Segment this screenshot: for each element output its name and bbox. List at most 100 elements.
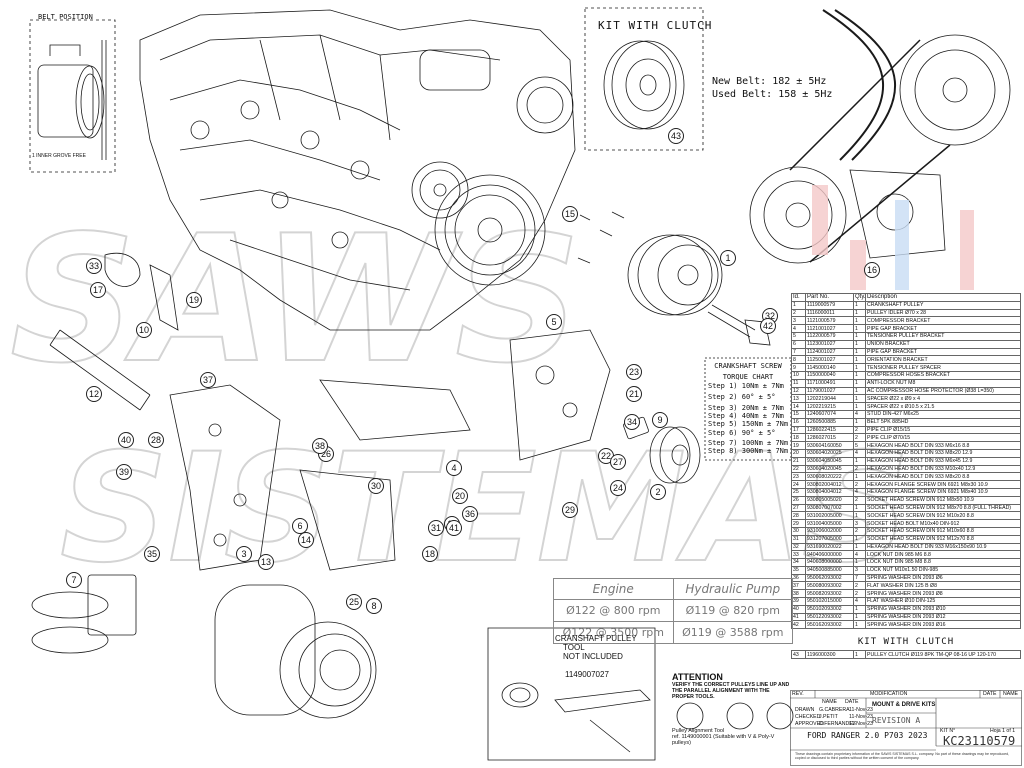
title-name: NAME — [1003, 691, 1018, 697]
balloon-42: 42 — [760, 318, 776, 334]
attention-title: ATTENTION — [672, 672, 723, 682]
balloon-7: 7 — [66, 572, 82, 588]
hose-protector-12 — [49, 329, 151, 411]
crankshaft-pulley-part — [627, 234, 723, 316]
balloon-5: 5 — [546, 314, 562, 330]
title-date: DATE — [983, 691, 997, 697]
compressor-bracket-3 — [169, 384, 281, 571]
title-col-date: DATE — [845, 699, 859, 705]
title-modification: MODIFICATION — [870, 691, 908, 697]
title-kit-no: KC23110579 — [943, 734, 1016, 748]
balloon-18: 18 — [422, 546, 438, 562]
attention-block: ATTENTION VERIFY THE CORRECT PULLEYS LIN… — [672, 672, 790, 700]
pulley-tool-label: CRANSHAFT PULLEY TOOL NOT INCLUDED — [555, 634, 637, 661]
balloon-31: 31 — [428, 520, 444, 536]
accent-red-block-3 — [960, 210, 974, 290]
balloon-40: 40 — [118, 432, 134, 448]
balloon-34: 34 — [624, 414, 640, 430]
pulley-tool-part: 1149007027 — [565, 670, 609, 679]
belt-position-note: 1 INNER GROVE FREE — [32, 153, 86, 159]
belt-position-title: BELT POSITION — [38, 13, 93, 21]
balloon-19: 19 — [186, 292, 202, 308]
belt-tension-used: Used Belt: 158 ± 5Hz — [712, 89, 833, 100]
studs-part — [577, 211, 625, 264]
torque-subtitle: TORQUE CHART — [722, 372, 774, 381]
torque-step: Step 2) 60° ± 5° — [708, 393, 776, 401]
title-block-lines — [790, 690, 1022, 766]
balloon-21: 21 — [626, 386, 642, 402]
engine-idler — [411, 161, 469, 219]
title-copyright: These drawings contain proprietary infor… — [795, 752, 1010, 760]
balloon-39: 39 — [116, 464, 132, 480]
kit-with-clutch-title: KIT WITH CLUTCH — [598, 19, 713, 32]
kit-with-clutch-heading: KIT WITH CLUTCH — [857, 637, 955, 648]
bracket-10 — [149, 264, 179, 331]
balloon-12: 12 — [86, 386, 102, 402]
torque-step: Step 3) 20Nm ± 7Nm — [708, 403, 784, 412]
balloon-16: 16 — [864, 262, 880, 278]
accent-blue-block — [895, 200, 909, 290]
torque-step: Step 7) 100Nm ± 7Nm — [708, 439, 789, 447]
engine-block — [139, 9, 576, 331]
balloon-30: 30 — [368, 478, 384, 494]
balloon-28: 28 — [148, 432, 164, 448]
balloon-3: 3 — [236, 546, 252, 562]
orientation-bracket-8 — [299, 469, 396, 571]
torque-title: CRANKSHAFT SCREW — [714, 362, 782, 370]
pipe-gap-bracket-7 — [31, 574, 137, 654]
balloon-41: 41 — [446, 520, 462, 536]
balloon-20: 20 — [452, 488, 468, 504]
kit-with-clutch-frame — [584, 7, 704, 151]
balloon-4: 4 — [446, 460, 462, 476]
torque-step: Step 4) 40Nm ± 7Nm — [708, 411, 784, 420]
attention-body: VERIFY THE CORRECT PULLEYS LINE UP AND T… — [672, 682, 790, 700]
pipe-clip-33 — [104, 252, 141, 287]
balloon-38: 38 — [312, 438, 328, 454]
torque-step: Step 1) 10Nm ± 7Nm — [708, 381, 784, 390]
title-kit-no-label: KIT N° — [940, 728, 956, 734]
balloon-37: 37 — [200, 372, 216, 388]
title-category: MOUNT & DRIVE KITS — [872, 702, 936, 708]
balloon-36: 36 — [462, 506, 478, 522]
belt-position-pulley — [37, 40, 107, 160]
belt-tension-new: New Belt: 182 ± 5Hz — [712, 76, 827, 87]
balloon-23: 23 — [626, 364, 642, 380]
belt-assembly — [749, 9, 1011, 264]
title-sheet: Hoja 1 of 1 — [990, 728, 1016, 734]
balloon-35: 35 — [144, 546, 160, 562]
alignment-tool-drawing — [676, 702, 794, 730]
